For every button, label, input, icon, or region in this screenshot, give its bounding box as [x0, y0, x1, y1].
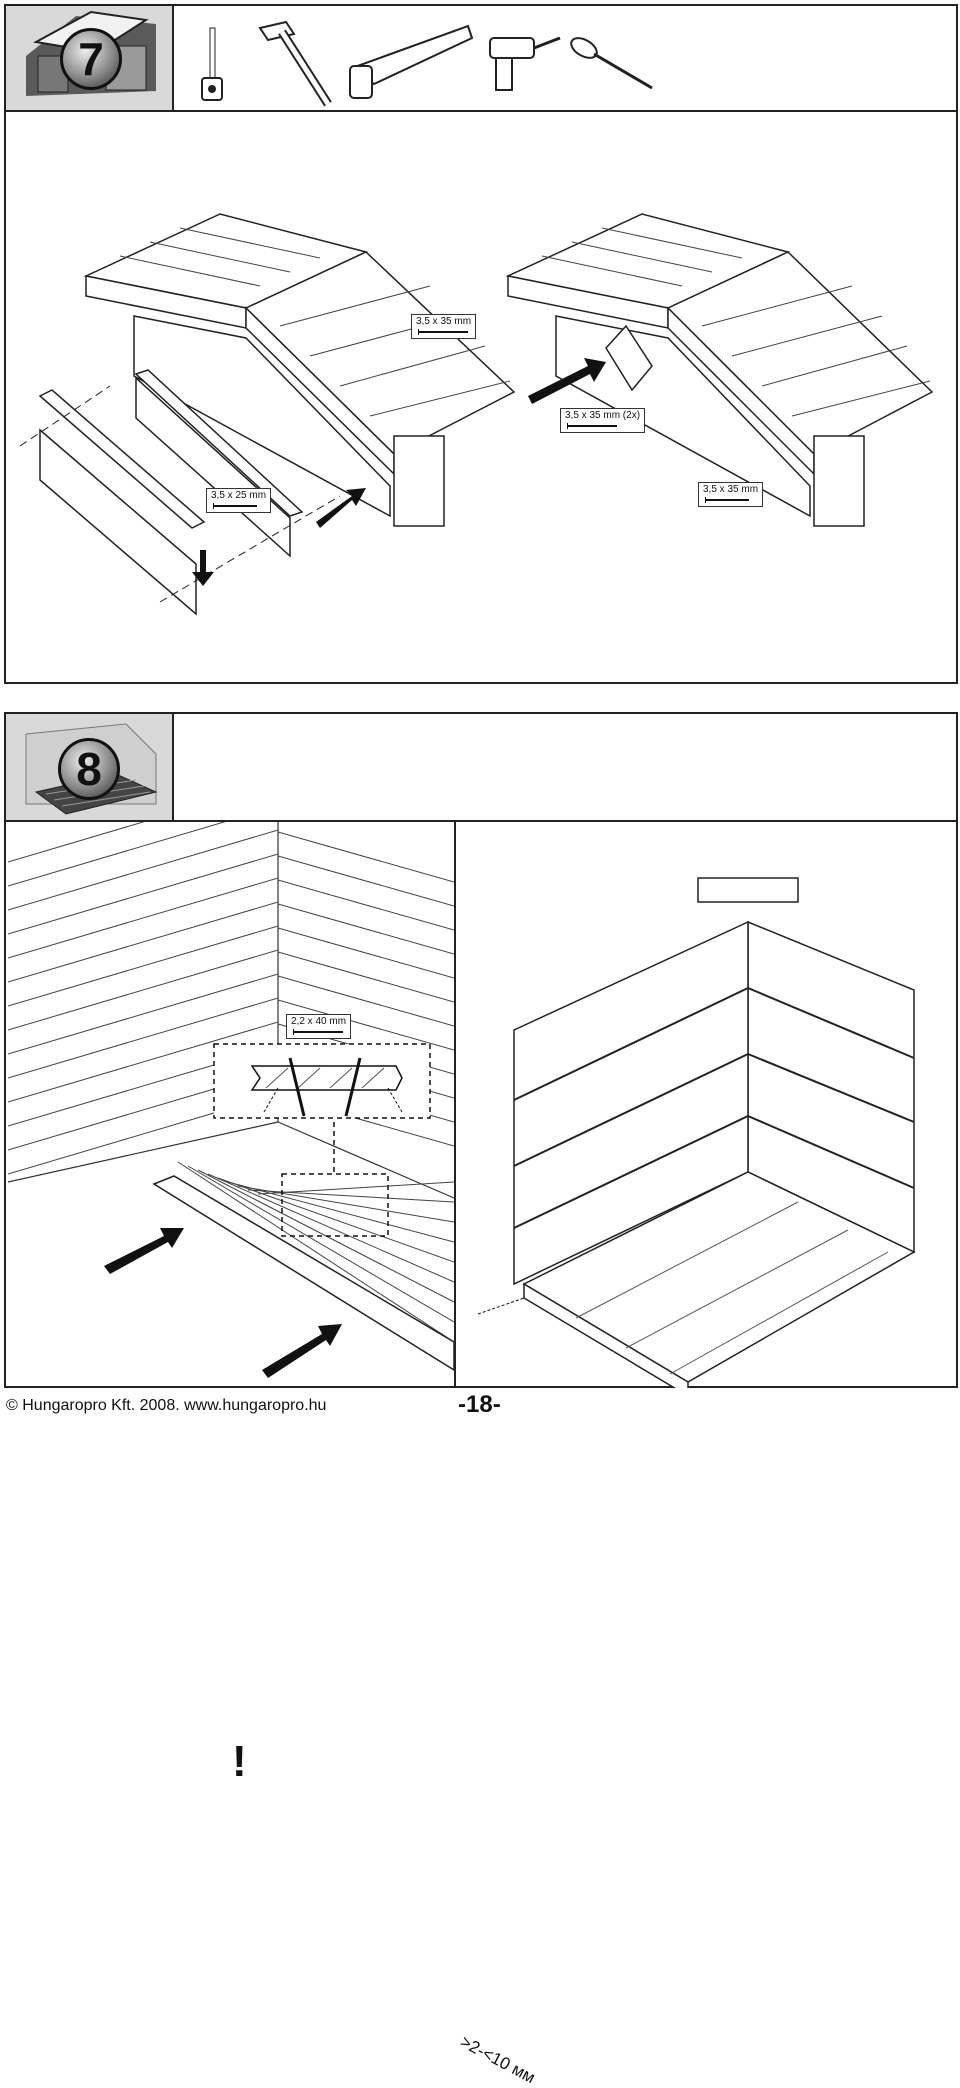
floor-boards-corner-view [8, 822, 454, 1378]
arrow-push-icon [262, 1324, 342, 1378]
screw-label-2x: 3,5 x 35 mm (2x) [560, 408, 646, 433]
step8-divider [454, 820, 456, 1386]
screw-label-right: 3,5 x 35 mm [698, 482, 764, 507]
screw-icon [418, 329, 468, 335]
hammer-icon [258, 20, 332, 107]
nail-icon [344, 1057, 362, 1117]
screwdriver-icon [570, 37, 653, 90]
arrow-push-icon [104, 1228, 184, 1274]
warning-icon: ! [232, 1737, 247, 1786]
step8-header-rule [172, 820, 956, 822]
arrow-push-icon [316, 488, 366, 528]
step8-thumbnail: 8 [6, 714, 174, 822]
nail-icon [288, 1057, 306, 1117]
screw-icon [213, 503, 257, 509]
step8-panel: 8 ! 2,2 x 40 mm [4, 712, 958, 2087]
nail-label-text: 2,2 x 40 mm [291, 1016, 347, 1027]
roof-gable-trim-right-diagram [505, 213, 934, 527]
screw-label-left: 3,5 x 25 mm [206, 488, 272, 513]
screw-label-left-text: 3,5 x 25 mm [211, 490, 267, 501]
step7-panel: 7 [4, 4, 958, 684]
step7-thumbnail: 7 [6, 6, 174, 112]
page-number: -18- [458, 1391, 501, 1418]
nail-label: 2,2 x 40 mm [286, 1014, 352, 1039]
nail-size-icon [293, 1029, 343, 1035]
screw-icon [705, 497, 749, 503]
screw-label-2x-text: 3,5 x 35 mm (2x) [565, 410, 641, 421]
step7-number-badge: 7 [60, 28, 122, 90]
roof-gable-trim-left-diagram [19, 213, 516, 616]
gap-dimension-label: >2-<10 мм [457, 2032, 539, 2088]
screw-label-top: 3,5 x 35 mm [411, 314, 477, 339]
wall-corner-floor-diagram [477, 877, 916, 1388]
screw-icon [567, 423, 617, 429]
measuring-tape-icon [201, 27, 223, 101]
screw-label-top-text: 3,5 x 35 mm [416, 316, 472, 327]
step8-number-badge: 8 [58, 738, 120, 800]
footer-copyright: © Hungaropro Kft. 2008. www.hungaropro.h… [6, 1397, 327, 1414]
arrow-push-icon [528, 358, 606, 404]
drill-icon [489, 36, 561, 91]
step7-header-rule [172, 110, 956, 112]
screw-label-right-text: 3,5 x 35 mm [703, 484, 759, 495]
arrow-down-icon [192, 550, 214, 586]
saw-icon [349, 24, 474, 99]
